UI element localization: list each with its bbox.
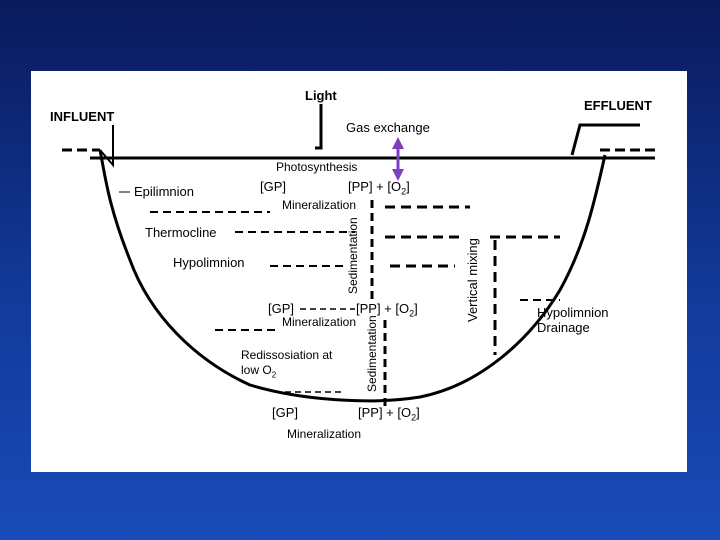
vertical-mixing-label: Vertical mixing — [465, 238, 480, 322]
gp-bottom-label: [GP] — [272, 405, 299, 420]
pp-o2-top-label: [PP] + [O2] — [348, 179, 410, 197]
gp-mid-label: [GP] — [268, 301, 295, 316]
mineralization-top-label: Mineralization — [282, 198, 357, 212]
thermocline-label: Thermocline — [145, 225, 217, 240]
influent-pipe — [99, 125, 114, 168]
epilimnion-label: Epilimnion — [134, 184, 194, 199]
redissosiation-label-1: Redissosiation at — [241, 348, 333, 362]
hypolimnion-drainage-label-1: Hypolimnion — [537, 305, 609, 320]
hypolimnion-label: Hypolimnion — [173, 255, 245, 270]
gp-top-label: [GP] — [260, 179, 287, 194]
pp-o2-mid-label: [PP] + [O2] — [356, 301, 418, 319]
sedimentation-mid-label: Sedimentation — [365, 315, 379, 392]
mineralization-mid-label: Mineralization — [282, 315, 357, 329]
sedimentation-top-label: Sedimentation — [346, 217, 360, 294]
redissosiation-label-2: low O2 — [241, 363, 277, 380]
effluent-pipe — [570, 123, 640, 156]
effluent-label: EFFLUENT — [584, 98, 652, 113]
photosynthesis-label: Photosynthesis — [276, 160, 358, 174]
hypolimnion-drainage-label-2: Drainage — [537, 320, 590, 335]
gas-exchange-label: Gas exchange — [346, 120, 430, 135]
influent-label: INFLUENT — [50, 109, 115, 124]
mineralization-bottom-label: Mineralization — [287, 427, 362, 441]
pp-o2-bottom-label: [PP] + [O2] — [358, 405, 420, 423]
lake-basin — [98, 149, 607, 403]
light-label: Light — [305, 88, 337, 103]
light-ray — [315, 104, 323, 150]
gas-exchange-arrow — [392, 137, 404, 181]
